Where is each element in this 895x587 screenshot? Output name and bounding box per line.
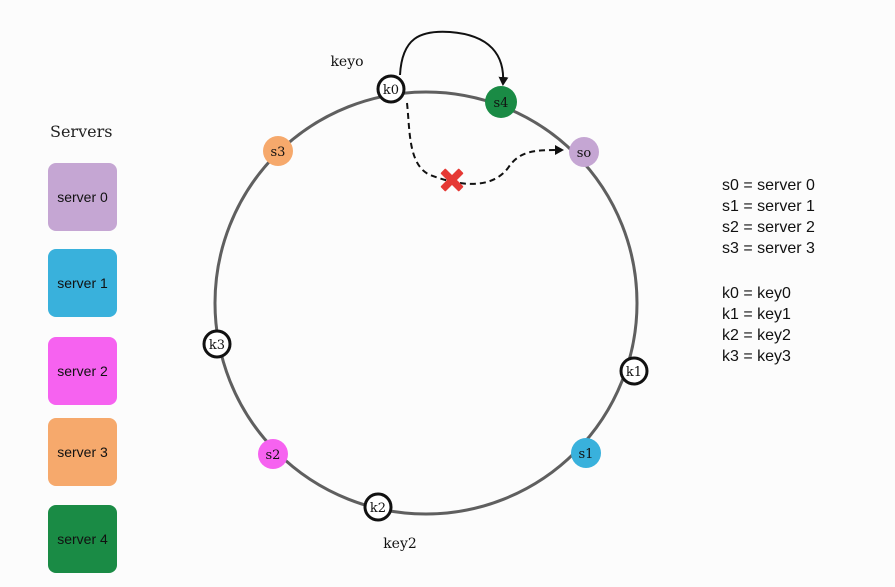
servers-panel-title: Servers <box>50 122 113 141</box>
legend-entry: k1 = key1 <box>722 306 791 323</box>
ring-server-s3: s3 <box>263 136 293 166</box>
legend-entry: s2 = server 2 <box>722 219 815 236</box>
ring-key-k0: k0 <box>376 74 406 104</box>
ring-server-s2: s2 <box>258 439 288 469</box>
hash-ring <box>213 90 639 516</box>
server-4-box: server 4 <box>48 505 117 573</box>
ring-server-s1: s1 <box>571 438 601 468</box>
ring-key-k3: k3 <box>202 329 232 359</box>
server-3-label: server 3 <box>57 444 108 460</box>
server-0-box: server 0 <box>48 163 117 231</box>
ring-key-k1-label: k1 <box>626 365 642 380</box>
server-0-label: server 0 <box>57 189 108 205</box>
server-2-box: server 2 <box>48 337 117 405</box>
ring-key-k3-label: k3 <box>209 338 225 353</box>
key-legend: k0 = key0 k1 = key1 k2 = key2 k3 = key3 <box>722 283 791 367</box>
server-3-box: server 3 <box>48 418 117 486</box>
legend-entry: k3 = key3 <box>722 348 791 365</box>
ring-key-k2: k2 <box>363 492 393 522</box>
key2-caption: key2 <box>383 536 417 552</box>
legend-entry: s1 = server 1 <box>722 198 815 215</box>
ring-key-k2-label: k2 <box>370 501 386 516</box>
ring-key-k1: k1 <box>619 356 649 386</box>
server-1-label: server 1 <box>57 275 108 291</box>
remap-arrow <box>399 30 509 86</box>
ring-server-s0-label: so <box>577 146 592 161</box>
ring-server-s4: s4 <box>485 86 517 118</box>
ring-server-s2-label: s2 <box>266 448 281 463</box>
legend-entry: k2 = key2 <box>722 327 791 344</box>
legend-entry: s0 = server 0 <box>722 177 815 194</box>
ring-server-s1-label: s1 <box>579 447 594 462</box>
ring-server-s0: so <box>569 137 599 167</box>
server-4-label: server 4 <box>57 531 108 547</box>
server-legend: s0 = server 0 s1 = server 1 s2 = server … <box>722 175 815 259</box>
removed-link-x-icon <box>440 168 464 192</box>
server-2-label: server 2 <box>57 363 108 379</box>
key0-caption: keyo <box>330 54 363 70</box>
server-1-box: server 1 <box>48 249 117 317</box>
legend-entry: s3 = server 3 <box>722 240 815 257</box>
ring-server-s4-label: s4 <box>494 96 509 111</box>
original-mapping-dashed-arrow <box>406 102 564 185</box>
ring-server-s3-label: s3 <box>271 145 286 160</box>
legend-entry: k0 = key0 <box>722 285 791 302</box>
ring-key-k0-label: k0 <box>383 83 399 98</box>
